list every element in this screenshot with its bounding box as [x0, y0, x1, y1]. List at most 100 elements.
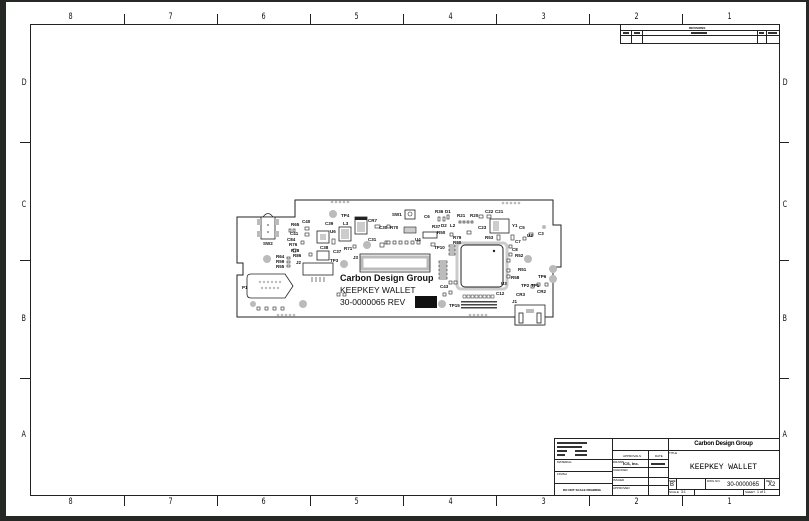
column-label: 7: [168, 497, 173, 507]
column-label: 4: [448, 497, 453, 507]
size-value: B: [670, 482, 675, 488]
dwg-no-label: DWG NO.: [707, 479, 721, 483]
silkscreen-company: Carbon Design Group: [340, 273, 434, 283]
svg-text:R55: R55: [276, 264, 285, 269]
svg-text:TP10: TP10: [434, 245, 445, 250]
svg-text:R52: R52: [515, 253, 524, 258]
svg-text:TP2: TP2: [521, 283, 530, 288]
svg-text:CR3: CR3: [516, 292, 525, 297]
material-label: MATERIAL: [557, 460, 572, 464]
svg-text:R78: R78: [291, 248, 300, 253]
row-label: D: [782, 78, 788, 88]
title-block: MATERIAL FINISH DO NOT SCALE DRAWING APP…: [554, 438, 780, 496]
svg-text:C38: C38: [320, 245, 329, 250]
svg-text:R51: R51: [518, 267, 527, 272]
column-label: 8: [68, 497, 73, 507]
svg-text:TP1: TP1: [531, 283, 540, 288]
rev-value: X2: [768, 482, 776, 488]
svg-text:R65: R65: [291, 222, 300, 227]
sheet-value: 1 of 1: [757, 490, 766, 494]
svg-text:C21: C21: [495, 209, 504, 214]
svg-text:D1: D1: [445, 209, 451, 214]
pcb-board-drawing: Carbon Design Group KEEPKEY WALLET 30-00…: [235, 197, 565, 332]
svg-text:CR7: CR7: [368, 218, 377, 223]
svg-text:C6: C6: [424, 214, 430, 219]
svg-text:R37: R37: [432, 224, 441, 229]
svg-text:U3: U3: [501, 281, 507, 286]
svg-text:SW2: SW2: [263, 241, 273, 246]
svg-text:C43: C43: [440, 284, 449, 289]
revision-header: REVISIONS: [689, 26, 706, 30]
title-block-company: Carbon Design Group: [694, 441, 753, 447]
column-label: 1: [727, 12, 732, 22]
svg-text:R53: R53: [485, 235, 494, 240]
row-label: B: [21, 314, 27, 324]
svg-text:C12: C12: [496, 291, 505, 296]
dwg-no-value: 30-0000065: [727, 482, 760, 488]
svg-text:Y1: Y1: [512, 223, 518, 228]
svg-text:C23: C23: [478, 225, 487, 230]
svg-text:D2: D2: [441, 223, 447, 228]
svg-text:SW1: SW1: [392, 212, 402, 217]
column-label: 6: [261, 497, 266, 507]
column-label: 5: [354, 12, 359, 22]
column-label: 8: [68, 12, 73, 22]
svg-text:L2: L2: [450, 223, 456, 228]
drawn-by: ICS, Inc.: [623, 461, 639, 466]
column-label: 2: [634, 497, 639, 507]
svg-text:R76: R76: [289, 242, 298, 247]
svg-text:C30: C30: [379, 225, 388, 230]
svg-text:C37: C37: [333, 249, 342, 254]
drawing-sheet: 8 7 6 5 4 3 2 1 8 7 6 5 4 3 2 1 D C: [6, 2, 806, 516]
silkscreen-part: 30-0000065 REV: [340, 297, 406, 307]
rev-label: REV: [766, 479, 773, 483]
drawn-label: DRAWN: [613, 460, 625, 464]
scale-value: 3:1: [681, 490, 686, 494]
sheet-label: SHEET: [745, 490, 756, 494]
row-label: C: [782, 200, 788, 210]
svg-text:C41: C41: [290, 231, 299, 236]
column-label: 4: [448, 12, 453, 22]
svg-text:R71: R71: [344, 246, 353, 251]
svg-text:C40: C40: [302, 219, 311, 224]
revision-block-fill: [415, 296, 437, 308]
svg-text:L3: L3: [343, 221, 349, 226]
row-label: A: [782, 430, 787, 440]
column-label: 6: [261, 12, 266, 22]
row-label: B: [782, 314, 788, 324]
date-label: DATE: [655, 454, 663, 458]
svg-text:R50: R50: [437, 230, 446, 235]
svg-text:R64: R64: [276, 254, 285, 259]
column-label: 3: [541, 12, 546, 22]
column-label: 2: [634, 12, 639, 22]
row-label: C: [21, 200, 27, 210]
issued-label: ISSUED: [613, 478, 625, 482]
svg-text:TP6: TP6: [538, 274, 547, 279]
svg-text:J3: J3: [353, 255, 359, 260]
revision-block: REVISIONS: [620, 24, 780, 44]
column-label: 5: [354, 497, 359, 507]
svg-text:TP15: TP15: [449, 303, 460, 308]
row-label: A: [21, 430, 26, 440]
svg-text:C31: C31: [368, 237, 377, 242]
svg-text:C84: C84: [287, 237, 296, 242]
scale-label: SCALE: [669, 490, 679, 494]
svg-text:TP3: TP3: [330, 258, 339, 263]
svg-text:C7: C7: [515, 239, 521, 244]
svg-text:C5: C5: [519, 225, 525, 230]
svg-text:R79: R79: [453, 235, 462, 240]
svg-text:R59: R59: [276, 259, 285, 264]
column-label: 7: [168, 12, 173, 22]
svg-text:R20: R20: [470, 213, 479, 218]
finish-label: FINISH: [557, 472, 567, 476]
svg-text:R70: R70: [390, 225, 399, 230]
svg-text:R36: R36: [435, 209, 444, 214]
svg-text:U2: U2: [527, 233, 533, 238]
column-label: 1: [727, 497, 732, 507]
svg-text:C3: C3: [538, 231, 544, 236]
svg-text:J2: J2: [296, 260, 302, 265]
svg-text:R80: R80: [453, 240, 462, 245]
svg-text:TP4: TP4: [341, 213, 350, 218]
drawing-title: KEEPKEY WALLET: [689, 463, 758, 472]
svg-text:P1: P1: [242, 285, 248, 290]
